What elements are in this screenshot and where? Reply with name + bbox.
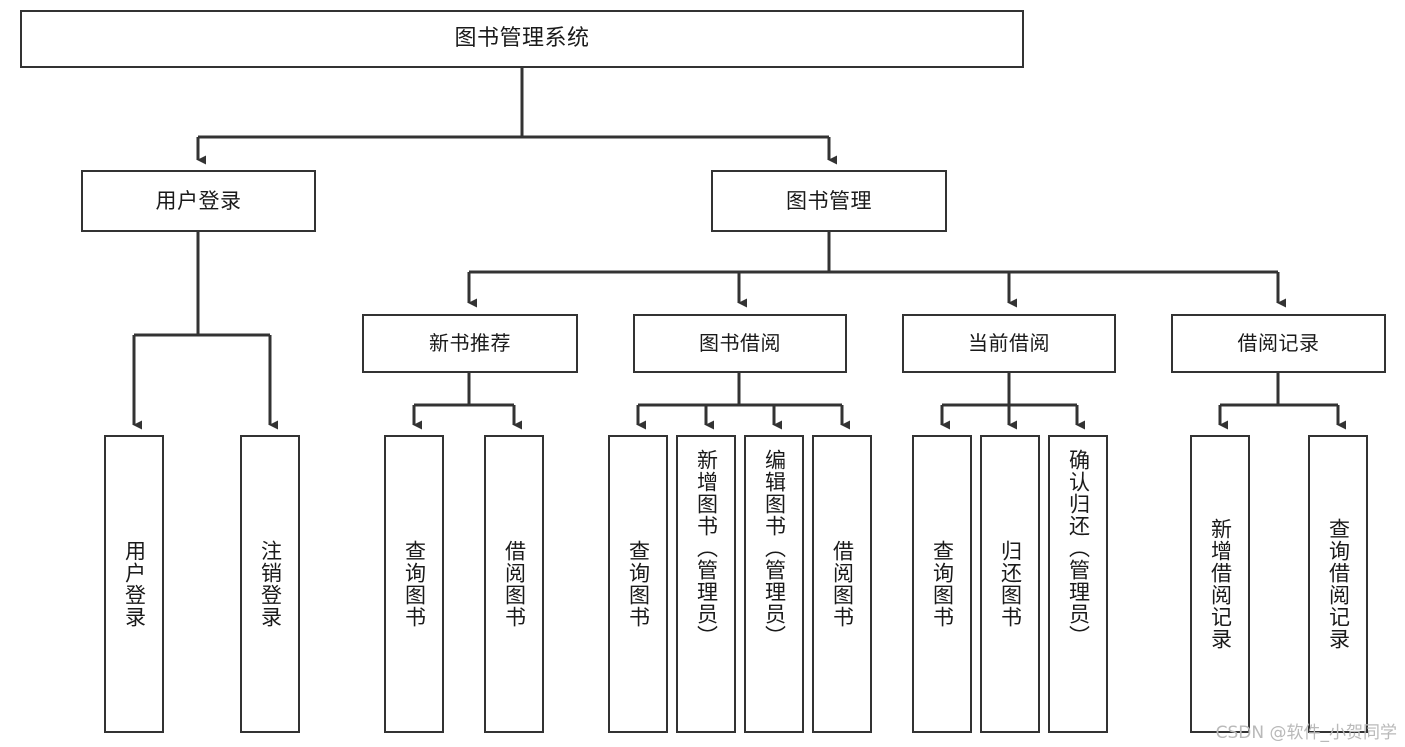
node-leaf-label: 借阅图书: [830, 540, 855, 628]
node-leaf-edit-book-admin[interactable]: 编辑图书（管理员）: [744, 435, 804, 733]
node-leaf-label: 新增图书（管理员）: [694, 449, 719, 647]
node-leaf-logout[interactable]: 注销登录: [240, 435, 300, 733]
node-sub-label: 借阅记录: [1237, 331, 1320, 355]
node-branch-book-management[interactable]: 图书管理: [711, 170, 947, 232]
node-leaf-label: 新增借阅记录: [1208, 518, 1233, 650]
node-leaf-add-book-admin[interactable]: 新增图书（管理员）: [676, 435, 736, 733]
node-leaf-user-login[interactable]: 用户登录: [104, 435, 164, 733]
node-leaf-label: 查询图书: [626, 540, 651, 628]
node-leaf-query-book-newbook[interactable]: 查询图书: [384, 435, 444, 733]
node-leaf-label: 编辑图书（管理员）: [762, 449, 787, 647]
node-leaf-label: 查询借阅记录: [1326, 518, 1351, 650]
node-leaf-label: 注销登录: [258, 540, 283, 628]
node-branch-user-login[interactable]: 用户登录: [81, 170, 316, 232]
node-leaf-add-borrow-record[interactable]: 新增借阅记录: [1190, 435, 1250, 733]
node-leaf-query-borrow-record[interactable]: 查询借阅记录: [1308, 435, 1368, 733]
node-sub-current-borrow[interactable]: 当前借阅: [902, 314, 1116, 373]
node-leaf-label: 借阅图书: [502, 540, 527, 628]
node-sub-label: 当前借阅: [968, 331, 1050, 355]
node-leaf-label: 用户登录: [122, 540, 147, 628]
node-sub-label: 新书推荐: [429, 331, 511, 355]
node-leaf-label: 归还图书: [998, 540, 1023, 628]
node-leaf-label: 确认归还（管理员）: [1066, 449, 1091, 647]
node-branch-label: 图书管理: [786, 188, 872, 213]
node-sub-book-borrow[interactable]: 图书借阅: [633, 314, 847, 373]
node-leaf-query-book-current[interactable]: 查询图书: [912, 435, 972, 733]
node-leaf-label: 查询图书: [930, 540, 955, 628]
node-branch-label: 用户登录: [155, 188, 242, 213]
node-sub-label: 图书借阅: [699, 331, 781, 355]
node-leaf-return-book[interactable]: 归还图书: [980, 435, 1040, 733]
node-root-book-management-system[interactable]: 图书管理系统: [20, 10, 1024, 68]
node-sub-borrow-record[interactable]: 借阅记录: [1171, 314, 1386, 373]
node-leaf-confirm-return-admin[interactable]: 确认归还（管理员）: [1048, 435, 1108, 733]
node-leaf-query-book-borrow[interactable]: 查询图书: [608, 435, 668, 733]
node-leaf-borrow-book-newbook[interactable]: 借阅图书: [484, 435, 544, 733]
node-leaf-label: 查询图书: [402, 540, 427, 628]
node-leaf-borrow-book-borrow[interactable]: 借阅图书: [812, 435, 872, 733]
node-root-label: 图书管理系统: [454, 26, 590, 52]
node-sub-new-book-recommend[interactable]: 新书推荐: [362, 314, 578, 373]
